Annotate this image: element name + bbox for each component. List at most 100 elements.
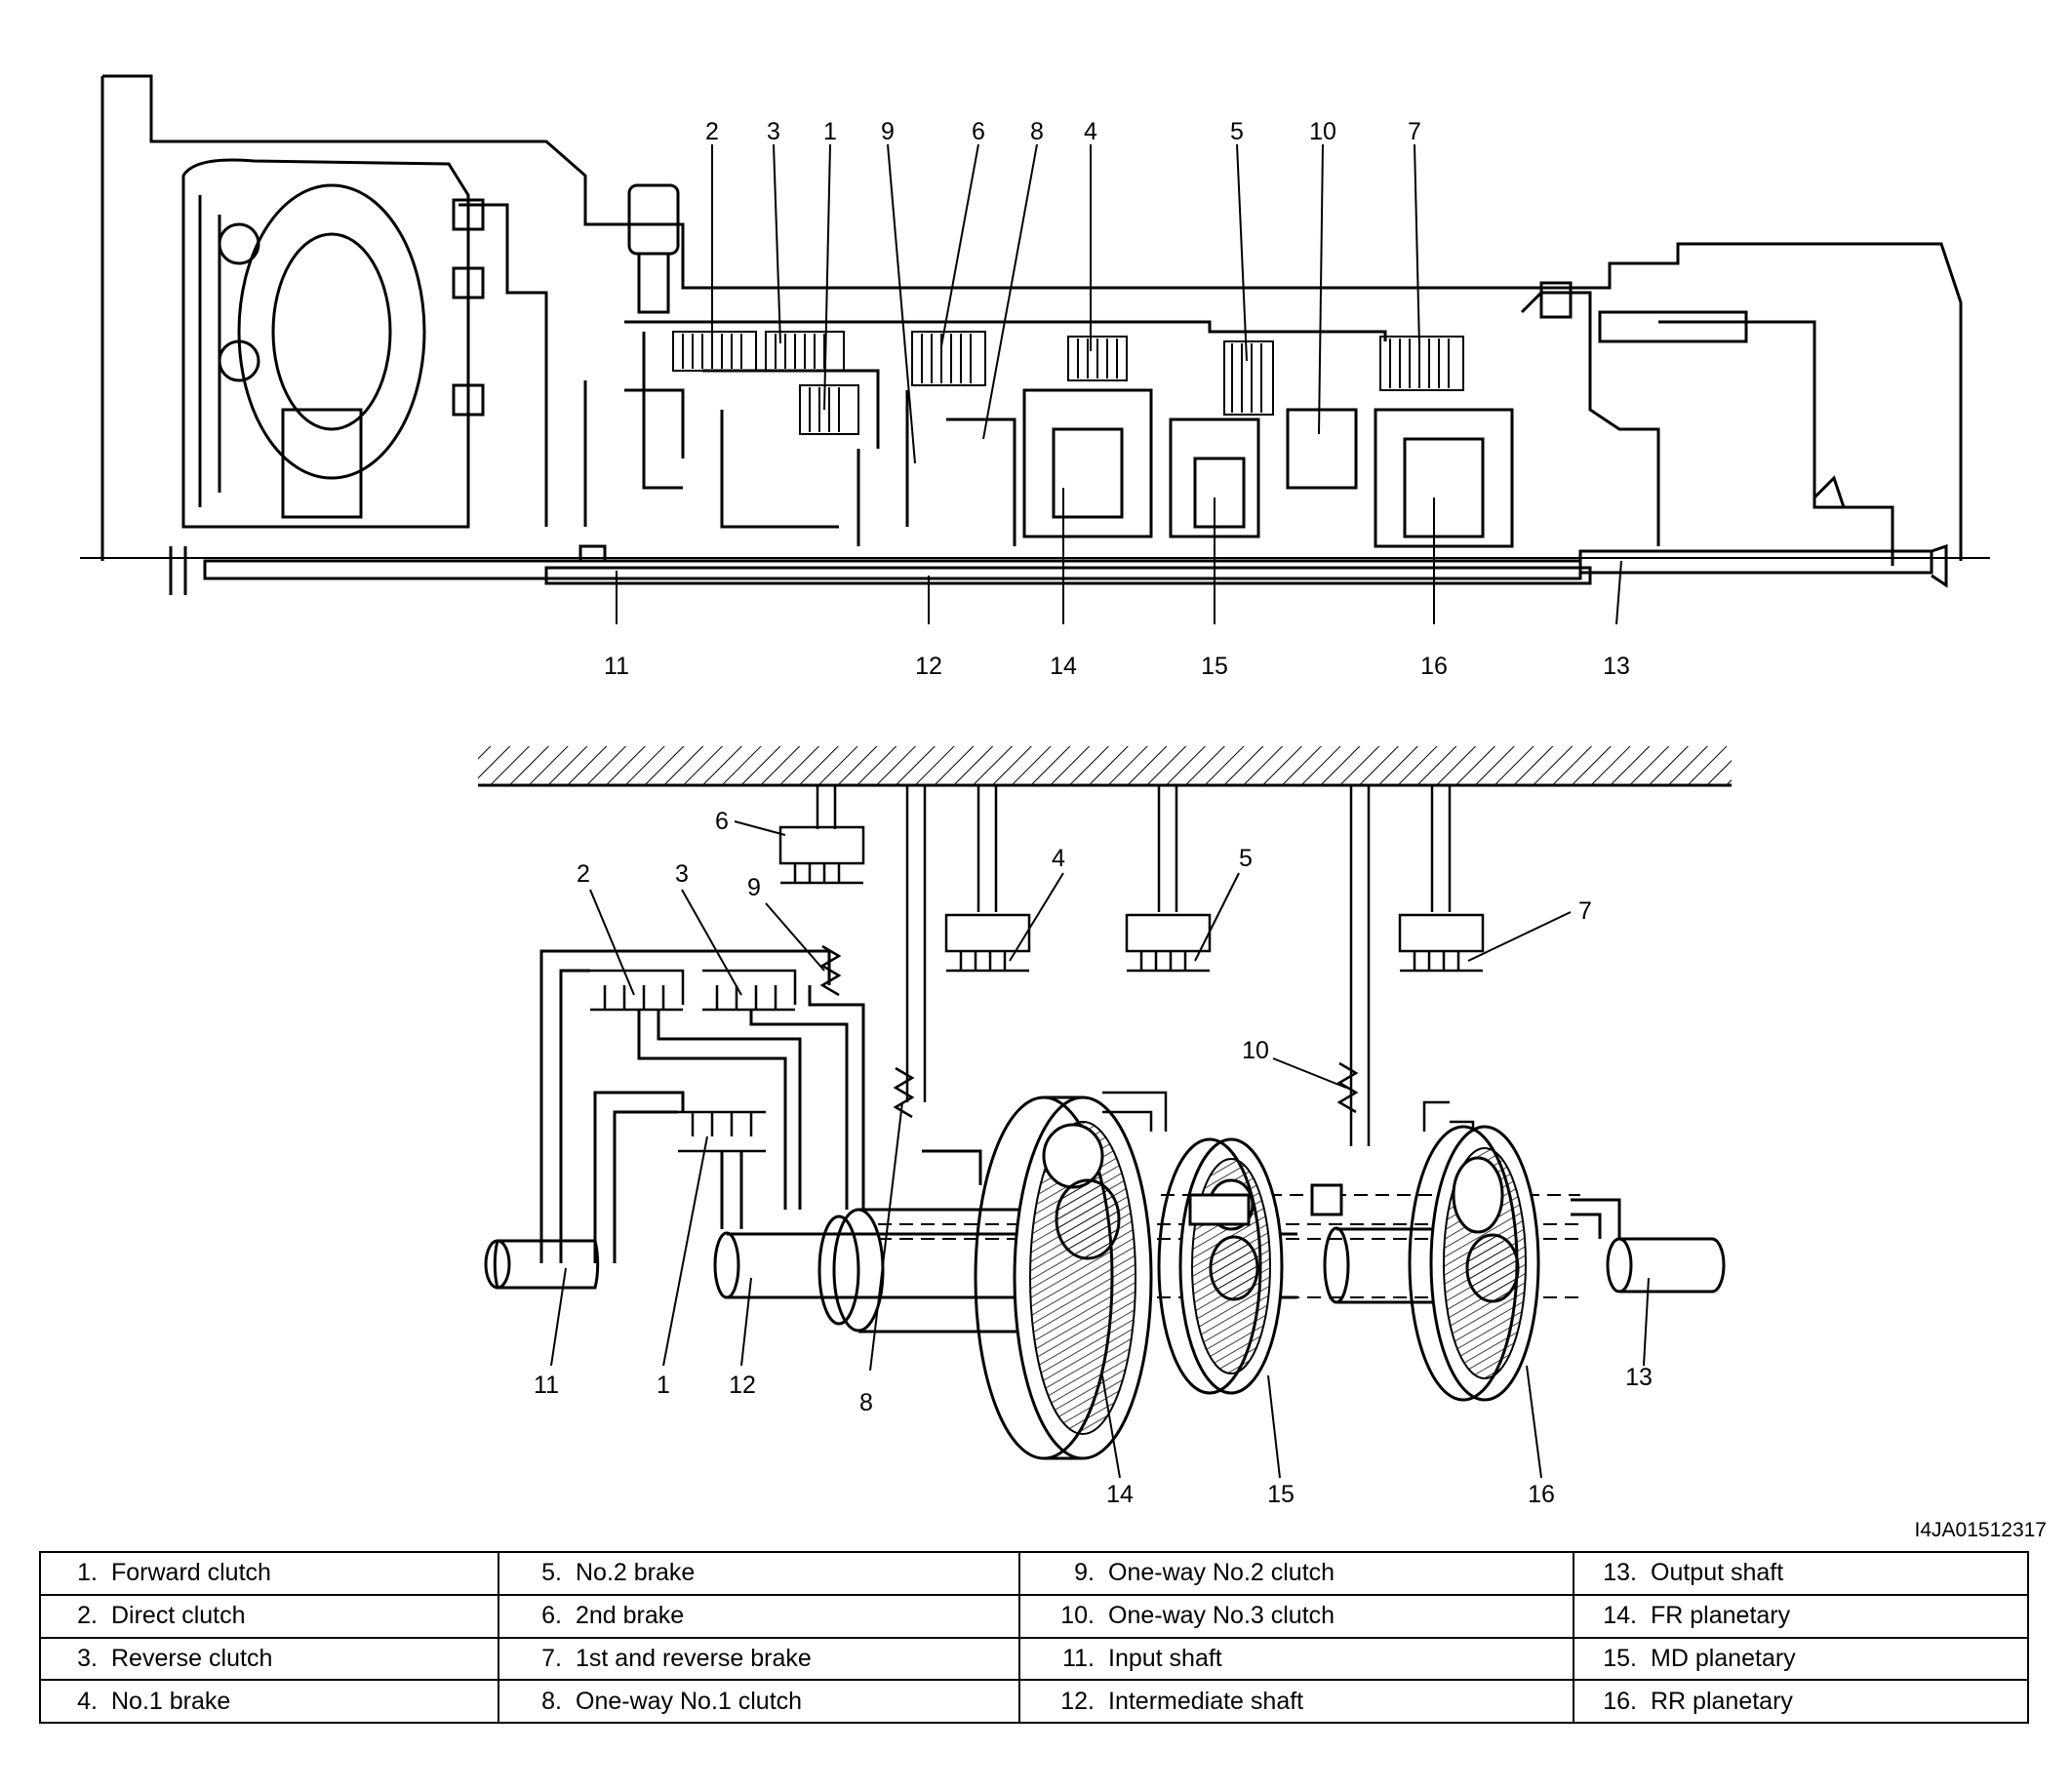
cross-section-callouts: 2 3 1 9 6 8 4 5 10 7 11 12 14 15 16 13 — [604, 118, 1630, 680]
schem-callout-4: 4 — [1052, 845, 1065, 872]
schem-callout-2: 2 — [577, 860, 590, 888]
ground-hatch — [478, 746, 1732, 785]
parts-legend-table: 1.Forward clutch 5.No.2 brake 9.One-way … — [39, 1551, 2029, 1724]
top-callout-5: 5 — [1230, 118, 1244, 145]
md-pinion-section — [1193, 457, 1246, 529]
pump-bolt-1 — [452, 198, 485, 231]
converter-bolt-upper — [218, 222, 260, 265]
schem-callout-15: 15 — [1267, 1481, 1295, 1508]
legend-cell: 2.Direct clutch — [39, 1593, 499, 1639]
schematic-callouts: 6 4 5 7 2 3 9 10 11 1 12 8 14 15 16 13 — [534, 808, 1653, 1508]
clutch1-to-shaft — [720, 1151, 743, 1229]
top-callout-14: 14 — [1050, 653, 1077, 680]
converter-bolt-lower — [218, 339, 260, 382]
output-shaft-end — [1606, 1237, 1633, 1294]
schem-callout-7: 7 — [1578, 897, 1592, 925]
intermediate-shaft-end — [713, 1231, 740, 1299]
legend-cell: 14.FR planetary — [1573, 1593, 2029, 1639]
case-inner-line — [624, 320, 1387, 490]
top-callout-15: 15 — [1201, 653, 1228, 680]
output-shaft-end — [1931, 543, 1948, 588]
converter-impeller — [237, 183, 426, 480]
output-link — [1571, 1198, 1621, 1239]
oneway8-to-fr — [922, 1149, 982, 1185]
top-callout-3: 3 — [767, 118, 780, 145]
converter-hub — [281, 408, 363, 519]
output-housing — [1520, 291, 1660, 546]
input-drum — [544, 380, 685, 527]
brake-pack-5-section — [1223, 340, 1274, 416]
legend-cell: 15.MD planetary — [1573, 1636, 2029, 1682]
brake-pack-4-section — [1067, 336, 1128, 381]
clutch-drum — [702, 369, 880, 529]
converter-turbine — [271, 232, 392, 431]
legend-cell: 4.No.1 brake — [39, 1679, 499, 1724]
cross-section-leaders — [616, 143, 1622, 625]
legend-row: 4.No.1 brake 8.One-way No.1 clutch 12.In… — [39, 1679, 2029, 1724]
transmission-diagram: 2 3 1 9 6 8 4 5 10 7 11 12 14 15 16 13 — [80, 74, 2047, 1541]
extension-housing — [1658, 320, 1894, 566]
schem-callout-8: 8 — [859, 1389, 873, 1416]
top-callout-16: 16 — [1420, 653, 1448, 680]
fr-planetary-symbol — [974, 1091, 1168, 1460]
input-shaft-end — [484, 1239, 511, 1290]
top-callout-9: 9 — [881, 118, 895, 145]
legend-cell: 1.Forward clutch — [39, 1551, 499, 1596]
rr-planetary-symbol — [1408, 1100, 1540, 1402]
rr-pinion-section — [1403, 437, 1485, 538]
clutch2-to-drum-2 — [657, 1010, 802, 1210]
filter-stem — [637, 252, 670, 314]
clutch3-to-drum — [749, 1010, 849, 1210]
schematic-leaders — [550, 820, 1650, 1479]
torque-converter-wall — [198, 195, 221, 507]
brake-7-symbol — [1398, 913, 1485, 973]
input-shaft-section — [203, 559, 1582, 580]
extension-bolt — [1598, 310, 1748, 343]
legend-cell: 8.One-way No.1 clutch — [498, 1679, 1020, 1724]
one-way-10-section — [1286, 408, 1358, 490]
clutch3-to-drum-2 — [808, 985, 865, 1210]
top-callout-2: 2 — [705, 118, 719, 145]
md-planetary-symbol — [1157, 1137, 1343, 1395]
schem-callout-9: 9 — [747, 874, 761, 901]
legend-cell: 16.RR planetary — [1573, 1679, 2029, 1724]
rr-drum-end — [1323, 1226, 1350, 1304]
legend-row: 2.Direct clutch 6.2nd brake 10.One-way N… — [39, 1593, 2029, 1639]
schem-callout-13: 13 — [1625, 1364, 1653, 1391]
legend-row: 3.Reverse clutch 7.1st and reverse brake… — [39, 1636, 2029, 1682]
extension-seal — [1813, 475, 1846, 508]
schem-callout-5: 5 — [1239, 845, 1253, 872]
schem-callout-12: 12 — [729, 1372, 756, 1399]
clutch-2-symbol — [590, 969, 685, 1012]
figure-code: I4JA01512317 — [1915, 1519, 2047, 1541]
top-callout-4: 4 — [1084, 118, 1097, 145]
top-callout-1: 1 — [823, 118, 837, 145]
legend-cell: 9.One-way No.2 clutch — [1018, 1551, 1574, 1596]
intermediate-drum — [857, 390, 1016, 546]
schem-callout-16: 16 — [1528, 1481, 1555, 1508]
housing-outline — [100, 74, 1963, 561]
pump-housing — [458, 203, 548, 527]
clutch-3-symbol — [702, 969, 797, 1012]
output-shaft-section — [1578, 549, 1933, 575]
clutch-pack-3-section — [765, 331, 845, 372]
legend-row: 1.Forward clutch 5.No.2 brake 9.One-way … — [39, 1551, 2029, 1596]
fr-pinion-section — [1052, 427, 1124, 519]
pump-bolt-2 — [452, 266, 485, 299]
filter-cap — [627, 183, 680, 256]
top-callout-6: 6 — [972, 118, 985, 145]
rr-planetary-section — [1374, 408, 1514, 548]
fr-planetary-section — [1022, 388, 1153, 538]
legend-cell: 10.One-way No.3 clutch — [1018, 1593, 1574, 1639]
brake-4-symbol — [944, 913, 1031, 973]
top-callout-8: 8 — [1030, 118, 1044, 145]
top-callout-7: 7 — [1408, 118, 1421, 145]
schem-callout-14: 14 — [1106, 1481, 1134, 1508]
top-callout-13: 13 — [1603, 653, 1630, 680]
intermediate-shaft-section — [544, 566, 1592, 585]
one-way-8-symbol — [893, 1066, 915, 1119]
ground-rails — [816, 785, 1452, 1146]
input-frame-inner — [559, 969, 590, 1263]
top-callout-10: 10 — [1309, 118, 1336, 145]
schem-callout-10: 10 — [1242, 1037, 1269, 1064]
